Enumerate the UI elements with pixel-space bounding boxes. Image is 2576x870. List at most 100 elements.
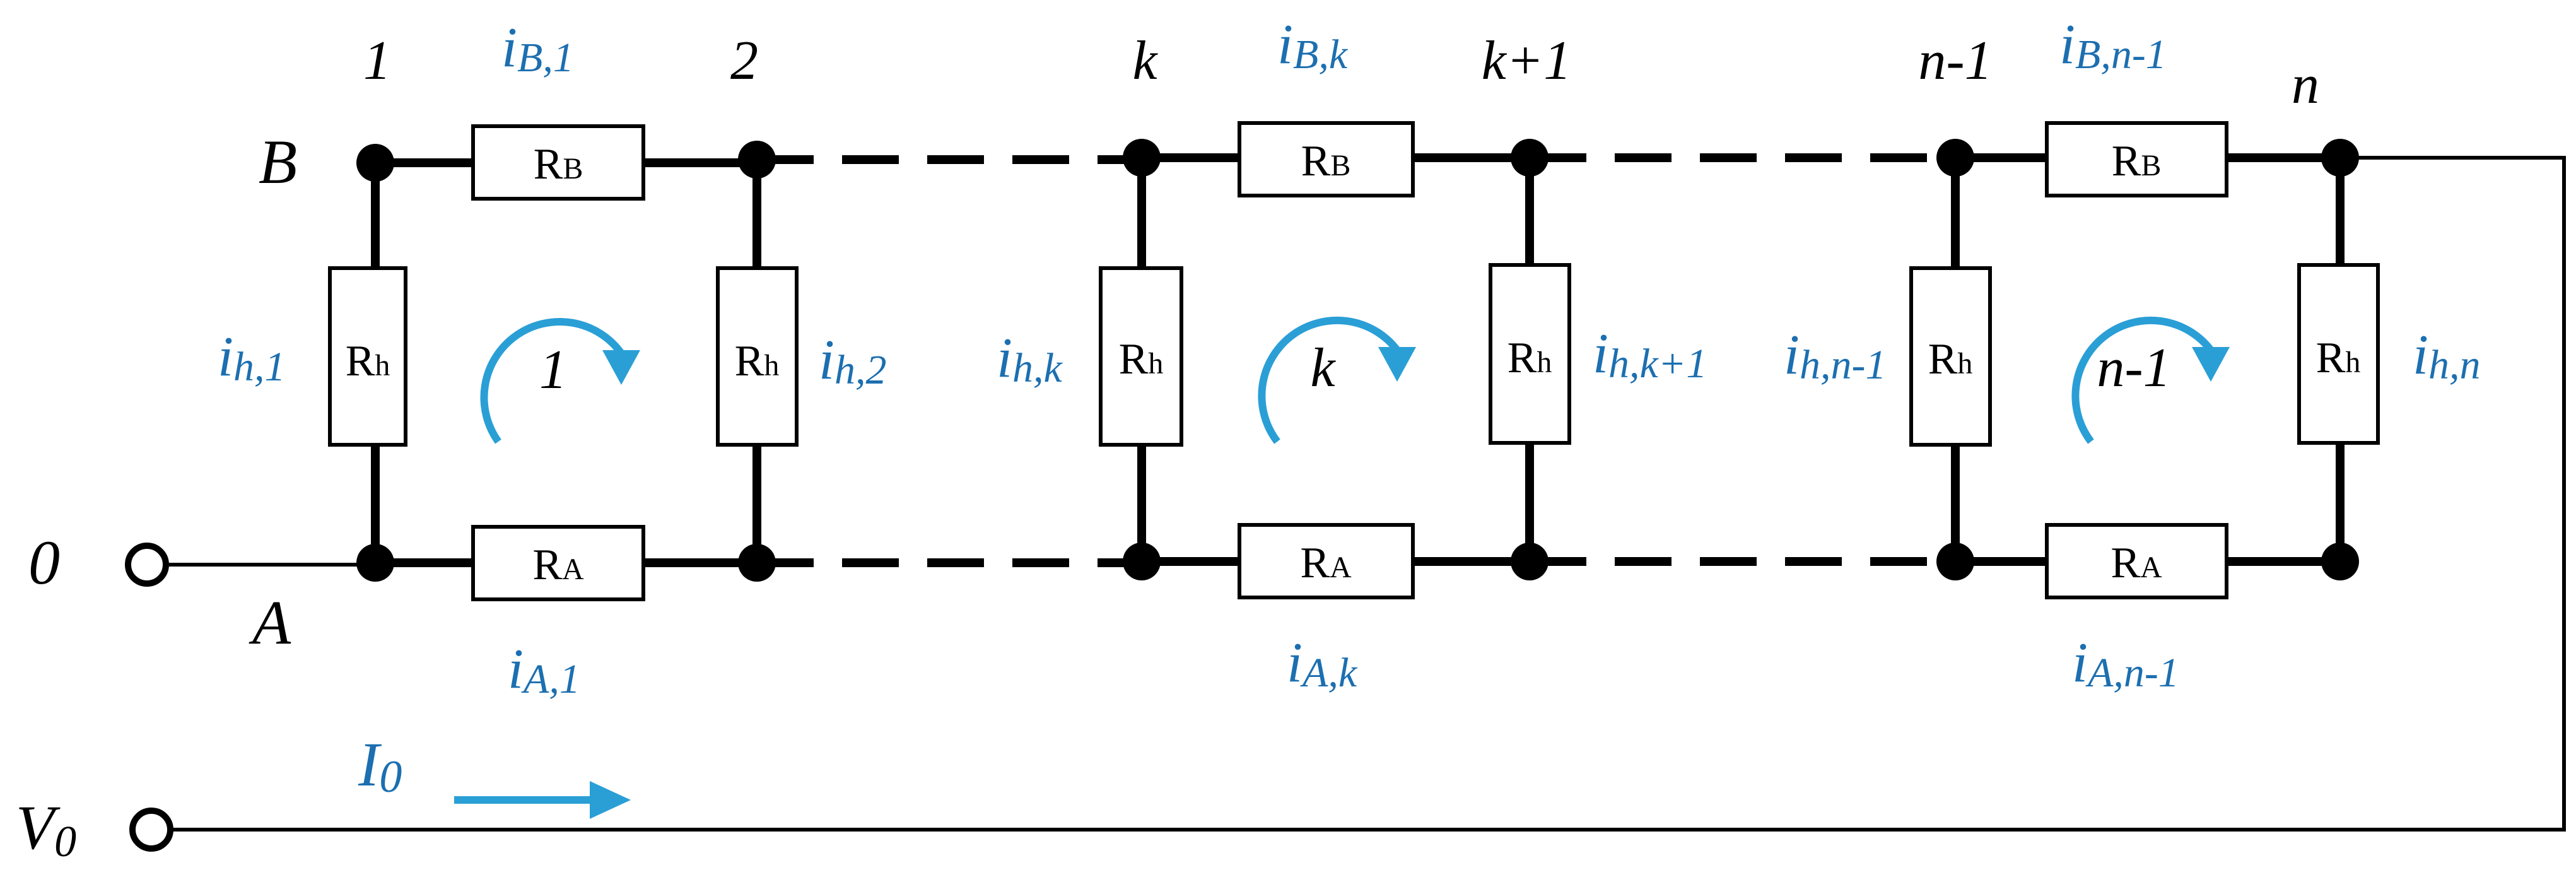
current-labels-a: iA,1 iA,k iA,n-1 xyxy=(508,632,2179,702)
resistor-rh-n: Rh xyxy=(2297,263,2380,445)
current-subscript: h,1 xyxy=(233,344,286,390)
current-symbol: i xyxy=(1287,632,1303,694)
terminal-v0 xyxy=(129,808,173,852)
resistor-subscript: A xyxy=(562,553,584,586)
resistor-symbol: R xyxy=(1301,137,1331,185)
node-b-n-1 xyxy=(1936,139,1974,177)
resistor-symbol: R xyxy=(735,337,764,385)
resistor-rb-k: RB xyxy=(1238,121,1415,197)
current-symbol: i xyxy=(997,327,1012,389)
voltage-symbol: V xyxy=(16,792,61,862)
svg-text:Rh: Rh xyxy=(1119,335,1164,384)
svg-text:Rh: Rh xyxy=(346,337,390,385)
node-a-k xyxy=(1123,543,1161,580)
resistor-ra-1: RA xyxy=(471,525,645,601)
resistor-symbol: R xyxy=(532,541,562,589)
node-b-k xyxy=(1123,139,1161,177)
current-symbol: i xyxy=(501,16,517,79)
node-b-2 xyxy=(738,141,776,179)
loop-label-n-1: n-1 xyxy=(2097,338,2170,399)
resistor-symbol: R xyxy=(534,140,563,189)
node-b-n xyxy=(2321,139,2359,177)
current-subscript: B,k xyxy=(1293,32,1349,78)
resistor-subscript: B xyxy=(563,152,583,185)
current-subscript: 0 xyxy=(379,751,402,802)
svg-text:Rh: Rh xyxy=(1508,334,1552,382)
current-subscript: A,k xyxy=(1300,650,1358,696)
current-symbol: i xyxy=(2413,324,2428,386)
resistor-symbol: R xyxy=(2111,539,2140,587)
rail-label-a: A xyxy=(249,587,291,657)
svg-text:RB: RB xyxy=(2112,137,2162,185)
loop-label-k: k xyxy=(1310,338,1336,399)
resistor-rh-n-1: Rh xyxy=(1909,266,1992,447)
node-a-n xyxy=(2321,543,2359,580)
current-label-ih-k: ih,k xyxy=(997,327,1063,391)
loop-label-1: 1 xyxy=(539,339,567,401)
resistor-subscript: A xyxy=(1330,551,1352,584)
source-current: I0 xyxy=(358,729,631,819)
source-current-arrow-head xyxy=(590,781,631,819)
svg-text:RA: RA xyxy=(532,541,584,589)
resistor-rh-2: Rh xyxy=(716,266,799,447)
current-label-ia-k: iA,k xyxy=(1287,632,1358,696)
resistor-rb-n-1: RB xyxy=(2045,121,2228,197)
current-symbol: i xyxy=(508,638,524,700)
resistor-ra-k: RA xyxy=(1238,523,1415,599)
current-subscript: B,n-1 xyxy=(2075,32,2167,78)
terminal-label-v0: V0 xyxy=(16,792,76,866)
resistor-subscript: h xyxy=(375,349,390,382)
current-label-i0: I0 xyxy=(358,729,402,802)
current-symbol: i xyxy=(1277,13,1293,76)
svg-text:Rh: Rh xyxy=(2316,334,2361,382)
node-a-n-1 xyxy=(1936,543,1974,580)
loop-arrow-n-1 xyxy=(2071,317,2230,444)
resistor-symbol: R xyxy=(1119,335,1149,384)
resistor-subscript: A xyxy=(2140,551,2162,584)
loop-arrow-1 xyxy=(480,318,640,444)
current-label-ib-1: iB,1 xyxy=(501,16,574,81)
resistor-symbol: R xyxy=(346,337,375,385)
terminal-label-zero: 0 xyxy=(28,527,60,597)
current-label-ih-1: ih,1 xyxy=(218,326,286,390)
resistors-a: RA RA RA xyxy=(471,523,2228,601)
current-symbol: i xyxy=(1784,324,1800,386)
current-subscript: A,1 xyxy=(521,656,580,702)
node-label-n: n xyxy=(2292,54,2319,115)
current-label-ih-n-1: ih,n-1 xyxy=(1784,324,1887,388)
current-subscript: h,2 xyxy=(834,347,887,393)
resistors-b: RB RB RB xyxy=(471,121,2228,201)
current-symbol: i xyxy=(2072,632,2088,694)
junction-nodes xyxy=(356,139,2359,582)
resistor-ra-n-1: RA xyxy=(2045,523,2228,599)
current-label-ia-1: iA,1 xyxy=(508,638,580,702)
current-symbol: I xyxy=(358,729,382,799)
current-symbol: i xyxy=(1593,322,1608,385)
resistor-rb-1: RB xyxy=(471,124,645,201)
current-label-ih-n: ih,n xyxy=(2413,324,2481,388)
current-subscript: h,k+1 xyxy=(1608,341,1707,387)
node-labels: 1 2 k k+1 n-1 n B A 0 V0 xyxy=(16,30,2319,866)
svg-text:Rh: Rh xyxy=(735,337,780,385)
rail-label-b: B xyxy=(259,127,297,197)
rail-b-wires xyxy=(170,153,2566,832)
current-label-ih-2: ih,2 xyxy=(819,329,887,393)
resistor-subscript: B xyxy=(2141,149,2161,182)
resistor-symbol: R xyxy=(1928,335,1958,384)
current-subscript: h,n-1 xyxy=(1800,342,1886,388)
node-a-1 xyxy=(356,544,394,582)
node-a-k-1 xyxy=(1511,543,1549,580)
resistor-rh-k-1: Rh xyxy=(1489,263,1571,445)
node-b-1 xyxy=(356,144,394,182)
current-subscript: h,k xyxy=(1012,345,1063,391)
voltage-subscript: 0 xyxy=(54,818,76,866)
resistor-subscript: h xyxy=(2345,346,2360,379)
node-a-2 xyxy=(738,544,776,582)
current-subscript: A,n-1 xyxy=(2085,650,2179,696)
resistor-subscript: B xyxy=(1330,149,1350,182)
node-label-k: k xyxy=(1132,30,1158,91)
terminal-zero xyxy=(125,543,169,587)
resistors-h: Rh Rh Rh Rh Rh Rh xyxy=(328,263,2380,447)
current-labels-h: ih,1 ih,2 ih,k ih,k+1 ih,n-1 ih,n xyxy=(218,322,2481,393)
node-label-n-minus-1: n-1 xyxy=(1918,30,1992,91)
